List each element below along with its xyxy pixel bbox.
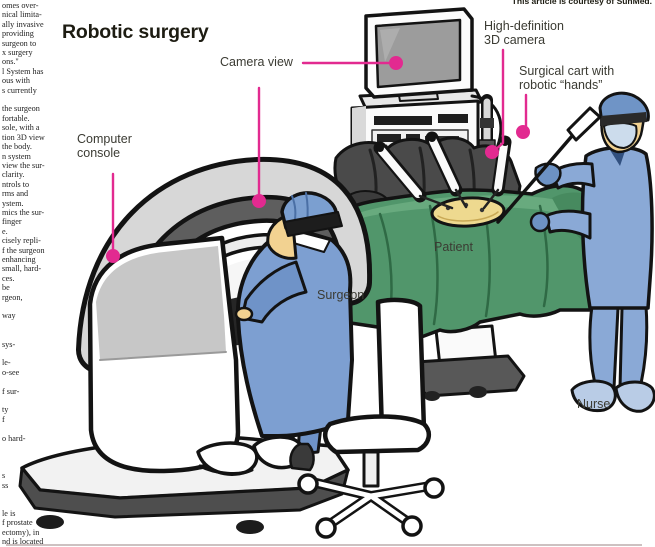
article-line: surgeon to — [2, 38, 37, 48]
article-line: s — [2, 471, 6, 481]
article-line: s currently — [2, 85, 37, 95]
article-line: n system — [2, 151, 31, 161]
label-surgeon-text: Surgeon — [317, 288, 365, 302]
label-camera-view-text: Camera view — [220, 55, 293, 69]
article-line: enhancing — [2, 254, 36, 264]
article-line: omes over- — [2, 1, 39, 10]
article-line: f sur- — [2, 386, 20, 396]
article-line: f prostate — [2, 518, 33, 528]
label-nurse-text: Nurse — [577, 397, 611, 411]
article-line: ty — [2, 405, 9, 415]
label-surgical-cart: Surgical cart with robotic “hands” — [519, 64, 614, 92]
robotic-instruments-illustration — [373, 131, 512, 210]
label-computer-console-line2: console — [77, 146, 121, 161]
article-line: ystem. — [2, 198, 24, 208]
label-surgeon: Surgeon — [317, 288, 364, 302]
article-line: the body. — [2, 142, 32, 152]
article-line: cisely repli- — [2, 236, 41, 246]
article-line: f the surgeon — [2, 245, 45, 255]
article-line: nd is located — [2, 537, 44, 547]
article-line: o-see — [2, 367, 20, 377]
floor-line — [6, 544, 642, 546]
article-line — [2, 377, 60, 386]
label-patient: Patient — [434, 240, 473, 254]
label-surgical-cart-line1: Surgical cart with — [519, 64, 615, 78]
article-line: l System has — [2, 66, 44, 76]
article-line: o hard- — [2, 433, 26, 443]
label-surgical-cart-line2: robotic “hands” — [519, 78, 603, 93]
credit-line: This article is courtesy of SunMed. — [511, 0, 652, 6]
article-line — [2, 443, 60, 452]
leader-camera-view-dot-console — [252, 194, 266, 208]
article-line: ces. — [2, 273, 15, 283]
article-line: ntrols to — [2, 179, 30, 189]
leader-hd-camera-dot — [485, 145, 499, 159]
article-line: e. — [2, 226, 8, 236]
article-line: nical limita- — [2, 10, 42, 20]
article-line: be — [2, 283, 10, 293]
article-line: way — [2, 311, 16, 321]
leader-camera-view-dot-monitor — [389, 56, 403, 70]
article-line — [2, 500, 60, 509]
label-hd-camera-line1: High-definition — [484, 19, 564, 33]
article-line: le is — [2, 508, 16, 518]
label-computer-console: Computer console — [77, 132, 132, 160]
article-line: small, hard- — [2, 264, 42, 274]
article-line: view the sur- — [2, 160, 45, 170]
label-hd-camera: High-definition 3D camera — [484, 19, 564, 47]
article-line: le- — [2, 358, 11, 368]
article-line: rms and — [2, 189, 29, 199]
article-line: clarity. — [2, 170, 25, 180]
article-line: ons." — [2, 57, 19, 67]
article-line: x surgery — [2, 48, 33, 58]
article-line: f — [2, 414, 5, 424]
label-camera-view: Camera view — [220, 55, 293, 69]
article-line — [2, 321, 60, 330]
article-line: finger — [2, 217, 22, 227]
article-line — [2, 424, 60, 433]
article-line: tion 3D view — [2, 132, 45, 142]
leader-lines — [106, 48, 530, 263]
leader-hd-camera-line — [493, 48, 505, 152]
article-line — [2, 453, 60, 462]
article-line — [2, 330, 60, 339]
article-line: ectomy), in — [2, 527, 40, 537]
article-line — [2, 462, 60, 471]
article-line: ss — [2, 480, 9, 490]
article-line: ous with — [2, 76, 30, 86]
article-line: the surgeon — [2, 104, 40, 114]
article-line: ally invasive — [2, 19, 44, 29]
leader-surgical-cart-dot — [516, 125, 530, 139]
article-line: rgeon, — [2, 292, 23, 302]
label-patient-text: Patient — [434, 240, 473, 254]
article-line: fortable. — [2, 113, 30, 123]
surgeon-figure-illustration — [196, 191, 354, 476]
article-line: providing — [2, 29, 34, 39]
office-chair-illustration — [289, 297, 445, 539]
article-line: sole, with a — [2, 123, 40, 133]
article-line: sys- — [2, 339, 16, 349]
article-line — [2, 349, 60, 358]
article-line — [2, 95, 60, 104]
monitor-illustration — [364, 7, 474, 102]
page-title: Robotic surgery — [62, 21, 209, 43]
article-line — [2, 396, 60, 405]
label-nurse: Nurse — [577, 397, 610, 411]
article-line: mics the sur- — [2, 207, 45, 217]
label-computer-console-line1: Computer — [77, 132, 132, 146]
leader-computer-console-dot — [106, 249, 120, 263]
article-line — [2, 490, 60, 499]
nurse-figure-illustration — [496, 91, 655, 413]
label-hd-camera-line2: 3D camera — [484, 33, 546, 48]
article-line — [2, 302, 60, 311]
